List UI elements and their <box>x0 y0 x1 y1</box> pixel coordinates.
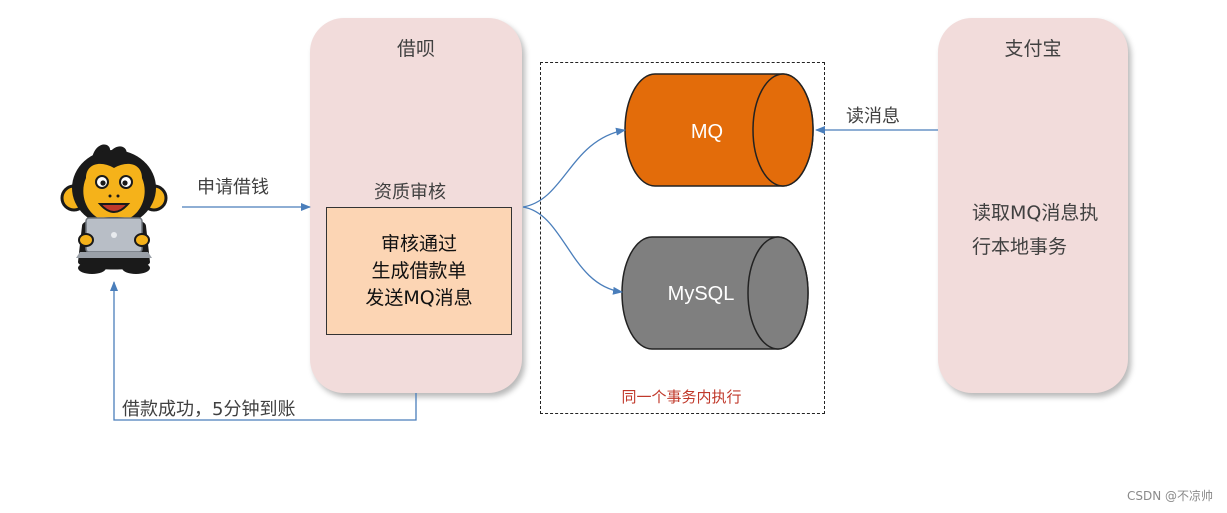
watermark: CSDN @不凉帅 <box>1126 489 1213 503</box>
transaction-frame <box>540 62 825 414</box>
alipay-title: 支付宝 <box>1004 38 1062 60</box>
jiebei-title: 借呗 <box>396 38 435 60</box>
mysql-label: MySQL <box>668 283 735 305</box>
review-line-create-order: 生成借款单 <box>371 259 467 282</box>
read-message-label: 读消息 <box>846 106 900 127</box>
alipay-line-2: 行本地事务 <box>972 236 1068 258</box>
transaction-caption: 同一个事务内执行 <box>621 388 742 406</box>
review-line-approved: 审核通过 <box>380 232 457 255</box>
alipay-panel: 支付宝 <box>938 18 1128 393</box>
apply-loan-label: 申请借钱 <box>197 177 269 198</box>
mq-label: MQ <box>691 121 723 143</box>
review-label: 资质审核 <box>374 182 446 203</box>
loan-success-label: 借款成功，5分钟到账 <box>122 399 296 420</box>
alipay-line-1: 读取MQ消息执 <box>972 202 1099 224</box>
loan-success-arrow <box>110 281 417 421</box>
mysql-cylinder <box>621 236 809 350</box>
mq-cylinder <box>624 73 814 187</box>
to-mysql-arrow <box>522 206 623 295</box>
review-box: 审核通过 生成借款单 发送MQ消息 <box>326 207 512 335</box>
to-mq-arrow <box>522 127 626 208</box>
user-avatar-icon <box>60 144 168 274</box>
review-line-send-mq: 发送MQ消息 <box>365 286 473 309</box>
alipay-description: 读取MQ消息执 行本地事务 <box>972 196 1098 264</box>
